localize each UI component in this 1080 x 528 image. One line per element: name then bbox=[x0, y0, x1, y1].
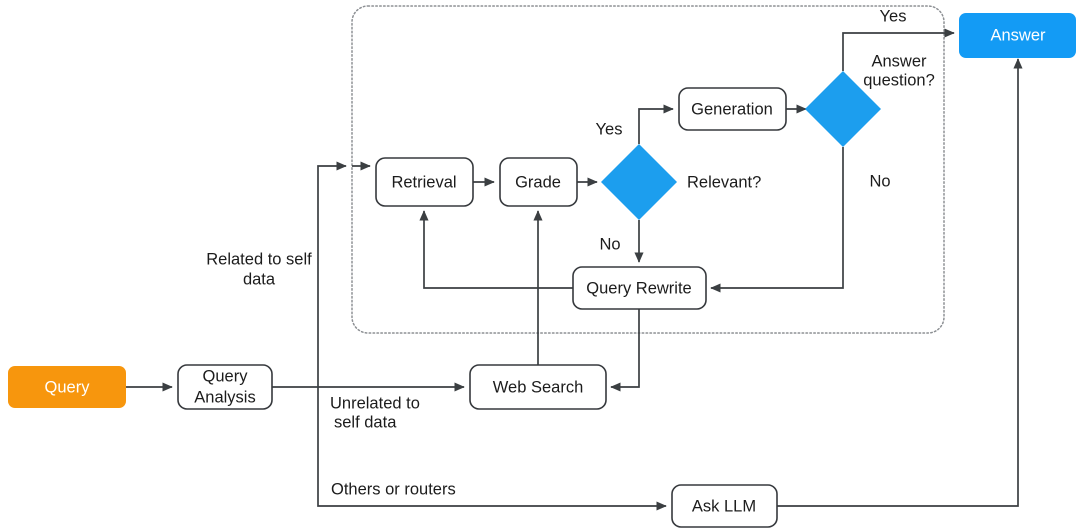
edge-query-rewrite-to-retrieval bbox=[419, 210, 573, 289]
node-ask-llm[interactable]: Ask LLM bbox=[671, 484, 778, 528]
node-query-analysis-label-line1: Query bbox=[203, 367, 249, 385]
node-grade[interactable]: Grade bbox=[499, 157, 578, 207]
node-retrieval[interactable]: Retrieval bbox=[375, 157, 474, 207]
edge-label-related-to-self-data-line2: data bbox=[243, 270, 276, 288]
node-relevant-label: Relevant? bbox=[687, 173, 761, 191]
edge-ask-llm-to-answer bbox=[777, 58, 1023, 507]
node-query-analysis-shape bbox=[177, 364, 273, 410]
edge-query-rewrite-to-web-search bbox=[610, 308, 640, 392]
node-retrieval-label: Retrieval bbox=[391, 173, 456, 191]
node-web-search-label: Web Search bbox=[493, 378, 584, 396]
node-query-analysis[interactable]: Query Analysis bbox=[177, 364, 273, 410]
node-query-analysis-label-line2: Analysis bbox=[194, 388, 255, 406]
node-generation-shape bbox=[678, 87, 787, 131]
self-rag-group-box bbox=[351, 5, 945, 334]
edge-label-related-to-self-data-line1: Related to self bbox=[206, 250, 312, 268]
node-relevant-decision[interactable]: Relevant? bbox=[601, 144, 761, 220]
edge-label-relevant-yes: Yes bbox=[596, 120, 623, 138]
edge-label-others-or-routers: Others or routers bbox=[331, 480, 456, 498]
node-query-label: Query bbox=[45, 378, 91, 396]
node-query-rewrite-label: Query Rewrite bbox=[586, 279, 691, 297]
node-answer-question-label-line1: Answer bbox=[871, 52, 927, 70]
node-generation[interactable]: Generation bbox=[678, 87, 787, 131]
node-answer[interactable]: Answer bbox=[959, 13, 1076, 58]
node-ask-llm-shape bbox=[671, 484, 778, 528]
node-grade-label: Grade bbox=[515, 173, 561, 191]
edge-label-relevant-no: No bbox=[599, 235, 620, 253]
node-answer-question-decision[interactable]: Answer question? bbox=[805, 52, 935, 147]
edge-label-unrelated-to-self-data-line1: Unrelated to bbox=[330, 394, 420, 412]
node-answer-question-shape bbox=[805, 71, 881, 147]
edge-answer-question-no-to-query-rewrite bbox=[710, 147, 844, 293]
node-relevant-shape bbox=[601, 144, 677, 220]
node-generation-label: Generation bbox=[691, 100, 773, 118]
edge-relevant-yes-to-generation bbox=[638, 104, 674, 144]
node-web-search-shape bbox=[469, 364, 607, 410]
edge-label-answer-question-no: No bbox=[869, 172, 890, 190]
edge-label-answer-question-yes: Yes bbox=[880, 7, 907, 25]
node-ask-llm-label: Ask LLM bbox=[692, 497, 756, 515]
node-answer-question-label-line2: question? bbox=[863, 71, 935, 89]
node-answer-shape bbox=[959, 13, 1076, 58]
node-query-rewrite[interactable]: Query Rewrite bbox=[572, 266, 707, 310]
node-grade-shape bbox=[499, 157, 578, 207]
node-query-shape bbox=[8, 366, 126, 408]
edge-answer-question-yes-to-answer bbox=[842, 28, 955, 71]
node-query[interactable]: Query bbox=[8, 366, 126, 408]
edge-related-to-self-data bbox=[317, 161, 347, 387]
node-answer-label: Answer bbox=[990, 26, 1046, 44]
edge-others-or-routers bbox=[317, 387, 667, 511]
node-query-rewrite-shape bbox=[572, 266, 707, 310]
node-web-search[interactable]: Web Search bbox=[469, 364, 607, 410]
node-retrieval-shape bbox=[375, 157, 474, 207]
edge-label-unrelated-to-self-data-line2: self data bbox=[334, 413, 397, 431]
